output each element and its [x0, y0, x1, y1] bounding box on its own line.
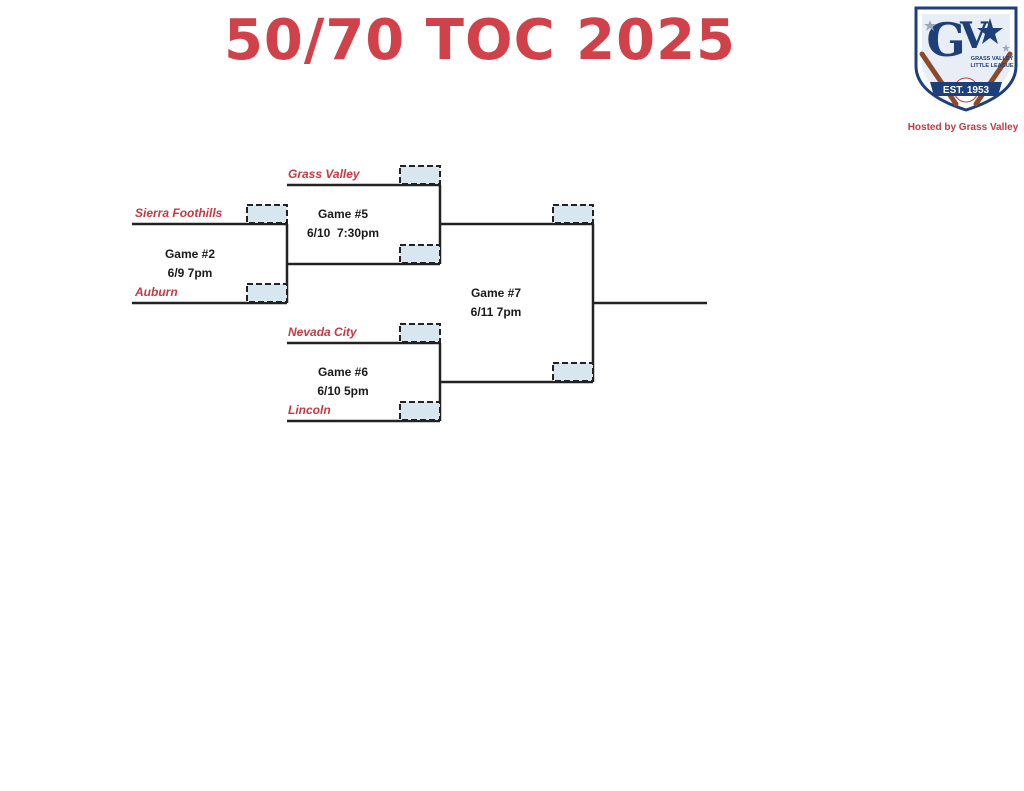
bracket-lines [132, 183, 707, 423]
score-box-grass-valley[interactable] [399, 165, 441, 185]
game-7-info: Game #7 6/11 7pm [436, 284, 556, 322]
logo-est: EST. 1953 [943, 85, 990, 96]
score-box-sierra[interactable] [246, 204, 288, 224]
game-5-info: Game #5 6/10 7:30pm [283, 205, 403, 243]
score-box-auburn[interactable] [246, 283, 288, 303]
team-nevada-city: Nevada City [288, 325, 357, 339]
game-6-info: Game #6 6/10 5pm [283, 363, 403, 401]
svg-text:V: V [959, 15, 989, 57]
score-box-game2-winner[interactable] [399, 244, 441, 264]
score-box-game5-winner[interactable] [552, 204, 594, 224]
team-grass-valley: Grass Valley [288, 167, 360, 181]
logo-text-line2: LITTLE LEAGUE [970, 63, 1013, 69]
score-box-nevada-city[interactable] [399, 323, 441, 343]
team-lincoln: Lincoln [288, 403, 331, 417]
grass-valley-little-league-logo: G V GRASS VALLEY LITTLE LEAGUE EST. 1953 [914, 6, 1018, 112]
game-2-info: Game #2 6/9 7pm [130, 245, 250, 283]
game-6-label: Game #6 [317, 365, 369, 379]
team-auburn: Auburn [135, 285, 178, 299]
page-title: 50/70 TOC 2025 [223, 8, 737, 73]
svg-text:G: G [926, 13, 965, 67]
logo-text-line1: GRASS VALLEY [971, 56, 1014, 62]
team-sierra-foothills: Sierra Foothills [135, 206, 223, 220]
game-2-time: 6/9 7pm [167, 266, 213, 280]
score-box-game6-winner[interactable] [552, 362, 594, 382]
game-5-label: Game #5 [317, 207, 369, 221]
host-text: Hosted by Grass Valley [907, 122, 1019, 133]
score-box-lincoln[interactable] [399, 401, 441, 421]
game-7-time: 6/11 7pm [470, 305, 522, 319]
game-5-time: 6/10 7:30pm [306, 226, 380, 240]
game-7-label: Game #7 [470, 286, 522, 300]
score-boxes [246, 165, 594, 421]
game-2-label: Game #2 [164, 247, 216, 261]
game-6-time: 6/10 5pm [317, 384, 369, 398]
